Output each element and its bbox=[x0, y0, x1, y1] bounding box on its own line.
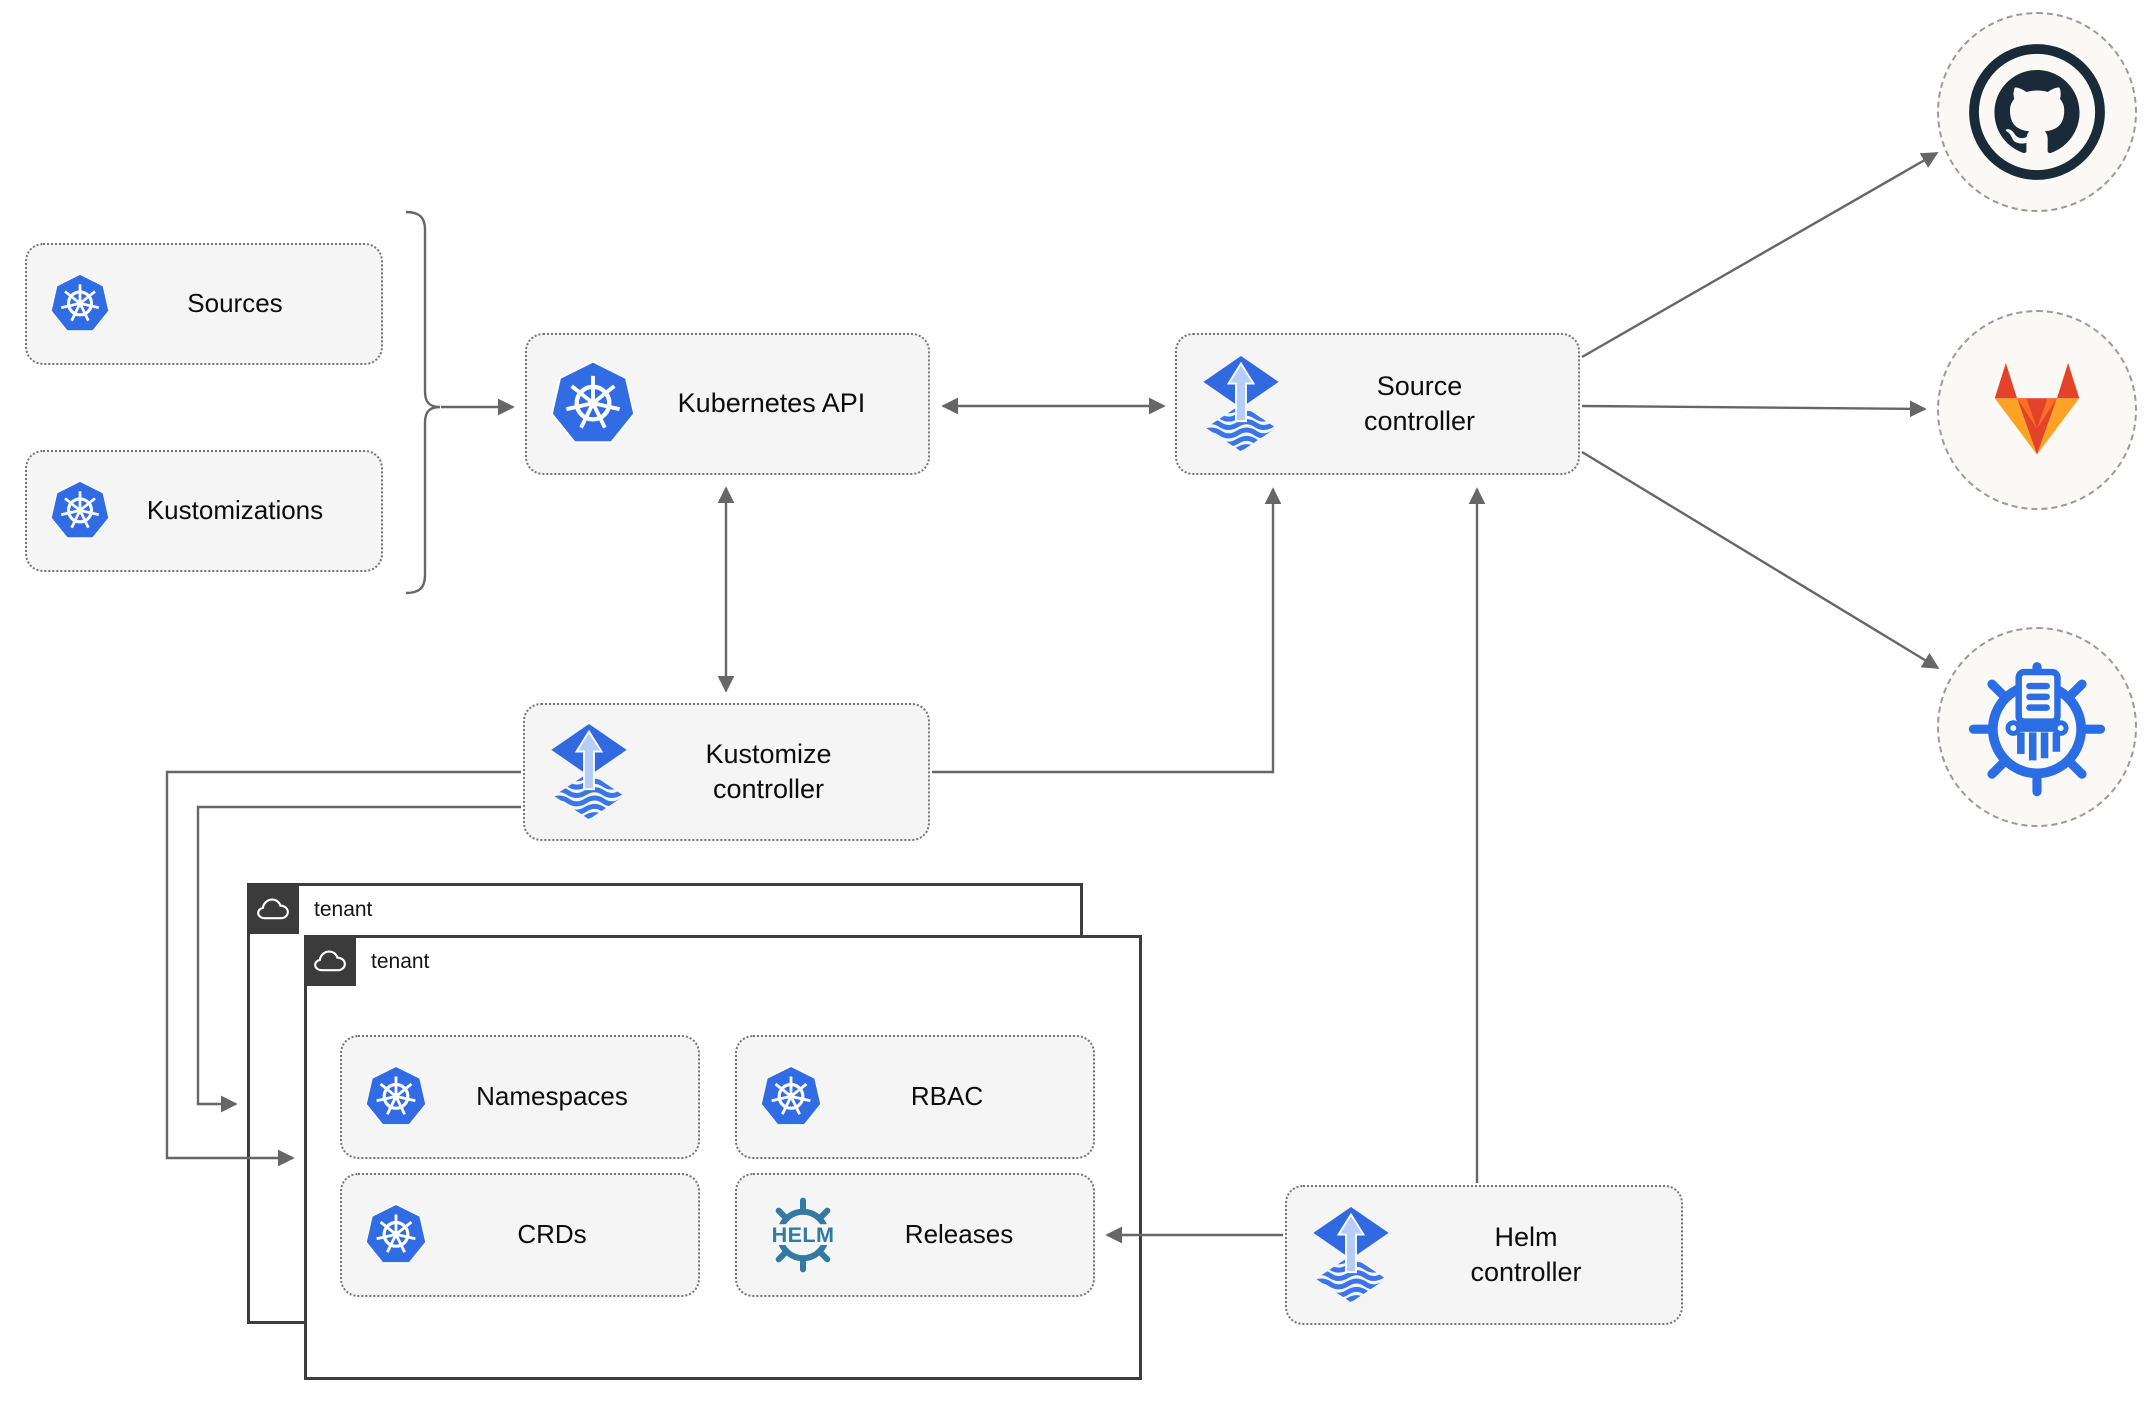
node-sources: Sources bbox=[25, 243, 383, 365]
kubernetes-icon bbox=[364, 1065, 428, 1129]
chart-repository-node bbox=[1937, 627, 2137, 827]
cloud-icon bbox=[256, 897, 290, 921]
node-label: Kustomize controller bbox=[705, 738, 832, 804]
node-namespaces: Namespaces bbox=[340, 1035, 700, 1159]
tenant-header bbox=[304, 935, 356, 986]
node-label: RBAC bbox=[910, 1081, 984, 1112]
node-kubernetes-api: Kubernetes API bbox=[525, 333, 930, 475]
node-releases: HELM Releases bbox=[735, 1173, 1095, 1297]
helm-logo-text: HELM bbox=[772, 1222, 835, 1247]
tenant-header bbox=[247, 883, 299, 934]
cloud-icon bbox=[313, 949, 347, 973]
edge-source-chart-repository bbox=[1581, 450, 1940, 670]
edge-source-gitlab bbox=[1581, 400, 1927, 418]
flux-icon bbox=[547, 724, 631, 821]
node-label: Kustomizations bbox=[146, 495, 324, 526]
kubernetes-icon bbox=[759, 1065, 823, 1129]
kubernetes-icon bbox=[549, 360, 637, 448]
tenant-label: tenant bbox=[314, 898, 373, 921]
node-label: Source controller bbox=[1363, 370, 1476, 436]
node-helm-controller: Helm controller bbox=[1285, 1185, 1683, 1325]
node-rbac: RBAC bbox=[735, 1035, 1095, 1159]
node-label: CRDs bbox=[517, 1219, 587, 1250]
node-source-controller: Source controller bbox=[1175, 333, 1580, 475]
tenant-label: tenant bbox=[371, 950, 430, 973]
github-node bbox=[1937, 12, 2137, 212]
kubernetes-icon bbox=[49, 273, 111, 335]
bracket-sources-group bbox=[405, 210, 441, 595]
node-label: Releases bbox=[904, 1219, 1014, 1250]
edge-source-github bbox=[1581, 151, 1939, 359]
gitlab-node bbox=[1937, 310, 2137, 510]
helm-icon: HELM bbox=[760, 1197, 846, 1273]
gitlab-icon bbox=[1994, 363, 2080, 455]
github-icon bbox=[1969, 44, 2105, 180]
node-label: Helm controller bbox=[1470, 1221, 1582, 1287]
flux-icon bbox=[1309, 1207, 1393, 1304]
node-label: Sources bbox=[187, 288, 283, 319]
chart-repository-icon bbox=[1968, 662, 2106, 797]
node-kustomize-controller: Kustomize controller bbox=[523, 703, 930, 841]
kubernetes-icon bbox=[49, 480, 111, 542]
node-label: Kubernetes API bbox=[677, 388, 866, 419]
kubernetes-icon bbox=[364, 1203, 428, 1267]
edge-kustomize-source bbox=[932, 487, 1282, 774]
flux-icon bbox=[1199, 356, 1283, 453]
node-label: Namespaces bbox=[476, 1081, 628, 1112]
node-crds: CRDs bbox=[340, 1173, 700, 1297]
node-kustomizations: Kustomizations bbox=[25, 450, 383, 572]
